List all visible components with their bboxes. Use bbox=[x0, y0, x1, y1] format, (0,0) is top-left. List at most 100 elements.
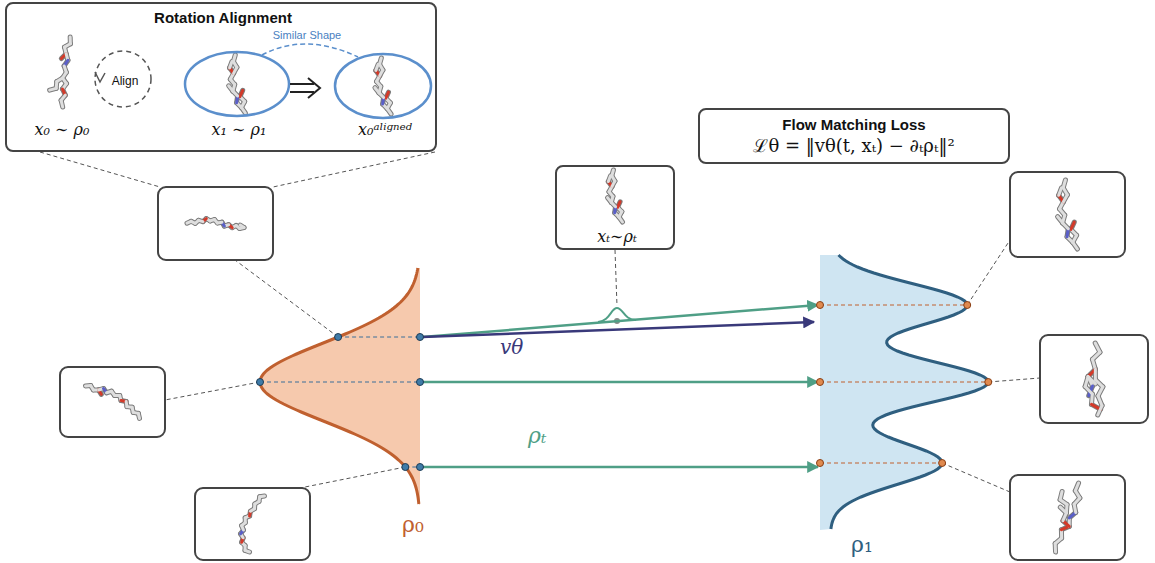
target-distribution: ρ₁ bbox=[818, 255, 988, 530]
bond bbox=[376, 64, 378, 70]
molecule-box bbox=[158, 187, 273, 260]
bond bbox=[1075, 483, 1078, 491]
molecule-box bbox=[1040, 335, 1148, 423]
bond-outline bbox=[187, 221, 191, 223]
molecule bbox=[241, 496, 265, 552]
edge-label: vθ bbox=[500, 336, 523, 358]
projection-line bbox=[820, 305, 967, 306]
sample-dot bbox=[335, 334, 342, 341]
bond-outline bbox=[608, 198, 612, 203]
sample-label: x₀ ∼ ρ₀ bbox=[35, 120, 90, 140]
bond-outline bbox=[1098, 387, 1103, 396]
align-label: Align bbox=[112, 74, 139, 89]
bond bbox=[240, 90, 243, 96]
target-dot bbox=[817, 460, 824, 467]
distribution-label: ρ₀ bbox=[402, 511, 424, 539]
leader-line bbox=[40, 152, 160, 187]
distribution-label: ρ₁ bbox=[851, 531, 873, 559]
bond bbox=[50, 88, 57, 90]
bond bbox=[1060, 491, 1062, 499]
molecule bbox=[375, 58, 391, 114]
bond-outline bbox=[61, 100, 63, 107]
bond bbox=[61, 100, 63, 107]
bond-outline bbox=[240, 225, 244, 227]
loss-box: Flow Matching Lossℒθ = ‖vθ(t, xₜ) − ∂ₜρₜ… bbox=[698, 108, 1010, 164]
bond bbox=[229, 86, 233, 91]
bond-outline bbox=[1075, 483, 1078, 491]
bond-outline bbox=[608, 176, 610, 182]
bond bbox=[386, 92, 389, 98]
bond-outline bbox=[1092, 352, 1099, 359]
molecule bbox=[1058, 180, 1078, 249]
bond bbox=[375, 88, 379, 93]
bond bbox=[230, 61, 232, 67]
similarity-arc bbox=[262, 44, 358, 57]
leader-line bbox=[942, 463, 1010, 492]
flow-path bbox=[422, 466, 818, 469]
bond bbox=[1092, 359, 1095, 369]
flow-path bbox=[422, 305, 818, 337]
bond bbox=[1098, 387, 1103, 396]
density-outline bbox=[831, 255, 988, 529]
molecule-box bbox=[195, 488, 310, 560]
implies-arrow bbox=[290, 78, 320, 98]
sample-dot bbox=[257, 379, 264, 386]
bond bbox=[233, 55, 235, 62]
bond-outline bbox=[1071, 222, 1074, 229]
target-dot bbox=[985, 379, 992, 386]
bond-outline bbox=[1060, 491, 1062, 499]
shape-ellipse bbox=[335, 54, 431, 118]
sample-dot bbox=[402, 464, 409, 471]
bond bbox=[1095, 343, 1100, 352]
sample-dot bbox=[417, 334, 424, 341]
bond bbox=[612, 170, 614, 176]
bond-outline bbox=[618, 202, 621, 208]
molecule bbox=[1085, 343, 1103, 415]
distribution-shape bbox=[255, 268, 422, 505]
bond-outline bbox=[1098, 396, 1102, 406]
leader-line bbox=[300, 467, 405, 488]
bond-outline bbox=[375, 88, 379, 93]
leader-line bbox=[615, 250, 617, 306]
molecule bbox=[1055, 483, 1080, 552]
bond bbox=[1092, 352, 1099, 359]
bond-outline bbox=[1095, 343, 1100, 352]
bond bbox=[608, 176, 610, 182]
leader-line bbox=[165, 382, 260, 400]
bond-outline bbox=[612, 170, 614, 176]
bond-outline bbox=[229, 86, 233, 91]
density-outline bbox=[260, 268, 419, 504]
leader-line bbox=[967, 240, 1010, 305]
molecule bbox=[50, 37, 71, 107]
bond bbox=[1098, 406, 1102, 415]
molecule bbox=[229, 55, 246, 113]
bond-outline bbox=[1063, 180, 1065, 188]
molecule bbox=[608, 170, 623, 222]
bond-outline bbox=[233, 55, 235, 62]
leader-line bbox=[273, 152, 435, 187]
bond bbox=[618, 202, 621, 208]
bond bbox=[1071, 222, 1074, 229]
bond bbox=[1098, 396, 1102, 406]
sample-label: xₜ∼ρₜ bbox=[597, 227, 637, 247]
bond bbox=[1085, 387, 1092, 394]
bond bbox=[380, 58, 382, 64]
similarity-label: Similar Shape bbox=[273, 28, 341, 42]
target-dot bbox=[817, 379, 824, 386]
bond bbox=[1063, 180, 1065, 188]
bond-outline bbox=[1085, 377, 1088, 387]
bond-outline bbox=[240, 90, 243, 96]
source-distribution: ρ₀ bbox=[255, 268, 422, 505]
target-dot bbox=[817, 302, 824, 309]
bond bbox=[260, 495, 265, 499]
bond-outline bbox=[386, 92, 389, 98]
projection-line bbox=[338, 337, 420, 338]
distribution-shape bbox=[818, 255, 988, 530]
bond-outline bbox=[380, 58, 382, 64]
density-curve bbox=[260, 268, 420, 505]
bond-outline bbox=[1058, 217, 1063, 223]
